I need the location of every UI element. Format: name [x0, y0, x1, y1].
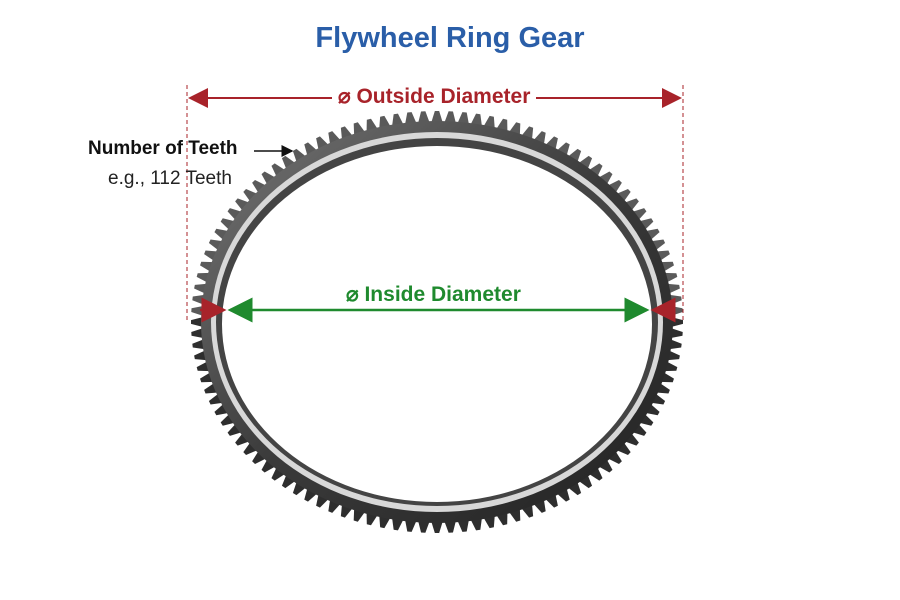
- gear-tooth: [304, 142, 318, 157]
- gear-tooth: [191, 316, 204, 328]
- gear-tooth: [252, 450, 267, 464]
- teeth-example: e.g., 112 Teeth: [108, 168, 232, 189]
- gear-tooth: [304, 487, 318, 502]
- gear-tooth: [281, 474, 296, 489]
- gear-tooth: [431, 520, 443, 533]
- gear-tooth: [220, 413, 236, 426]
- gear-tooth: [631, 208, 647, 221]
- gear-tooth: [192, 339, 206, 350]
- gear-tooth: [624, 198, 639, 211]
- gear-bore: [222, 146, 652, 502]
- gear-tooth: [457, 112, 470, 125]
- gear-tooth: [616, 442, 631, 456]
- gear-tooth: [243, 188, 258, 202]
- gear-tooth: [638, 413, 654, 426]
- gear-tooth: [404, 112, 417, 125]
- outside-diameter-label: ⌀ Outside Diameter: [332, 84, 537, 109]
- gear-tooth: [235, 433, 250, 446]
- gear-tooth: [567, 481, 582, 496]
- teeth-label: Number of Teeth: [88, 138, 238, 159]
- gear-tooth: [670, 328, 683, 339]
- inside-diameter-label: ⌀ Inside Diameter: [346, 283, 521, 306]
- gear-tooth: [556, 487, 570, 502]
- gear-tooth: [668, 339, 682, 350]
- gear-tooth: [281, 155, 296, 170]
- gear-tooth: [444, 520, 457, 533]
- gear-tooth: [598, 171, 613, 185]
- gear-tooth: [404, 519, 417, 532]
- gear-tooth: [631, 423, 647, 436]
- gear-tooth: [417, 111, 430, 124]
- gear-tooth: [191, 305, 204, 316]
- gear-tooth: [252, 180, 267, 194]
- gear-tooth: [598, 459, 613, 473]
- gear-tooth: [624, 433, 639, 446]
- gear-tooth: [261, 459, 276, 473]
- gear-tooth: [271, 466, 286, 481]
- gear-tooth: [556, 142, 570, 157]
- gear-tooth: [417, 520, 430, 533]
- gear-tooth: [431, 111, 443, 124]
- gear-tooth: [588, 163, 603, 178]
- gear-tooth: [638, 218, 654, 231]
- gear-tooth: [292, 148, 307, 163]
- gear-tooth: [261, 171, 276, 185]
- gear-tooth: [578, 155, 593, 170]
- gear-tooth: [616, 188, 631, 202]
- gear-tooth: [220, 218, 236, 231]
- gear-tooth: [567, 148, 582, 163]
- gear-tooth: [607, 450, 622, 464]
- gear-tooth: [191, 328, 204, 339]
- gear-tooth: [292, 481, 307, 496]
- gear-tooth: [578, 474, 593, 489]
- gear-tooth: [588, 466, 603, 481]
- gear-tooth: [235, 198, 250, 211]
- gear-tooth: [227, 423, 243, 436]
- gear-tooth: [227, 208, 243, 221]
- gear-tooth: [607, 180, 622, 194]
- gear-tooth: [444, 111, 457, 124]
- gear-tooth: [271, 163, 286, 178]
- gear-tooth: [457, 519, 470, 532]
- gear-tooth: [243, 442, 258, 456]
- diagram-title: Flywheel Ring Gear: [315, 22, 585, 54]
